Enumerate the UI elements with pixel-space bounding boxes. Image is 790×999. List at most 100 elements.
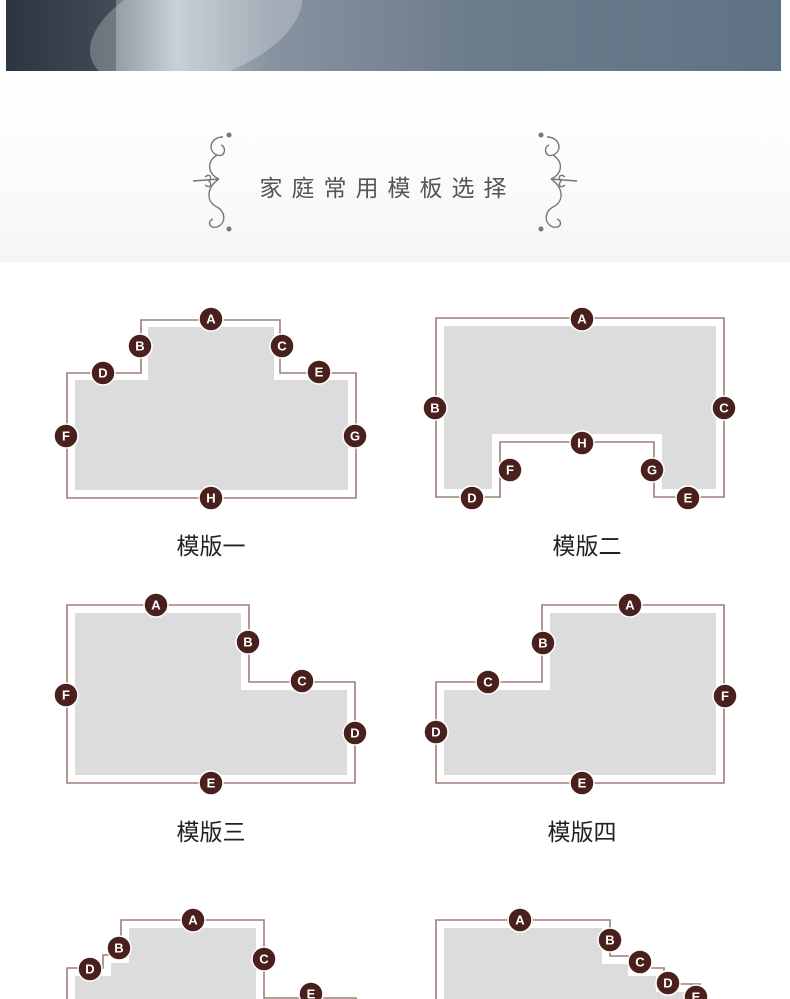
side-label-text: E	[315, 365, 324, 380]
side-label-badge	[342, 720, 368, 746]
side-label-badge	[655, 970, 681, 996]
room-area	[444, 613, 716, 775]
side-label-text: F	[506, 463, 514, 478]
side-label-g: G	[342, 423, 368, 449]
side-label-f: F	[712, 683, 738, 709]
side-label-h: H	[198, 485, 224, 511]
side-label-text: A	[206, 312, 216, 327]
side-label-text: D	[467, 491, 476, 506]
side-label-d: D	[459, 485, 485, 511]
side-label-text: B	[605, 933, 614, 948]
side-label-text: G	[647, 463, 657, 478]
side-label-text: F	[721, 689, 729, 704]
side-label-d: D	[77, 956, 103, 982]
wall-outline	[66, 604, 356, 784]
side-label-d: D	[342, 720, 368, 746]
side-label-e: E	[198, 770, 224, 796]
side-label-f: F	[53, 682, 79, 708]
side-label-text: E	[307, 987, 316, 999]
side-label-badge	[198, 306, 224, 332]
side-label-b: B	[422, 395, 448, 421]
side-label-b: B	[106, 935, 132, 961]
side-label-a: A	[507, 907, 533, 933]
side-label-d: D	[90, 360, 116, 386]
side-label-h: H	[569, 430, 595, 456]
side-label-text: C	[483, 675, 493, 690]
side-label-badge	[180, 907, 206, 933]
hero-banner	[6, 0, 781, 71]
template-caption-4: 模版四	[547, 819, 617, 845]
side-label-text: C	[259, 952, 269, 967]
side-label-text: F	[62, 688, 70, 703]
side-label-b: B	[127, 333, 153, 359]
side-label-badge	[569, 770, 595, 796]
room-area	[75, 613, 347, 775]
side-label-badge	[627, 949, 653, 975]
side-label-badge	[106, 935, 132, 961]
side-label-text: C	[719, 401, 729, 416]
side-label-badge	[306, 359, 332, 385]
heading-section	[0, 72, 790, 262]
side-label-text: B	[243, 635, 252, 650]
side-label-badge	[77, 956, 103, 982]
side-label-text: C	[297, 674, 307, 689]
side-label-c: C	[627, 949, 653, 975]
side-label-badge	[497, 457, 523, 483]
side-label-e: E	[298, 981, 324, 999]
side-label-text: D	[663, 976, 672, 991]
side-label-badge	[507, 907, 533, 933]
side-label-badge	[143, 592, 169, 618]
side-label-e: E	[675, 485, 701, 511]
side-label-e: E	[683, 984, 709, 999]
wall-outline	[435, 604, 725, 784]
side-label-text: B	[114, 941, 123, 956]
side-label-badge	[298, 981, 324, 999]
side-label-a: A	[143, 592, 169, 618]
side-label-text: D	[85, 962, 94, 977]
side-label-b: B	[235, 629, 261, 655]
side-label-badge	[597, 927, 623, 953]
side-label-badge	[530, 630, 556, 656]
side-label-b: B	[597, 927, 623, 953]
heading-title: 家庭常用模板选择	[259, 175, 516, 201]
side-label-text: E	[692, 990, 701, 999]
side-label-badge	[289, 668, 315, 694]
side-label-text: D	[350, 726, 359, 741]
room-area	[444, 326, 716, 489]
side-label-text: A	[577, 312, 587, 327]
room-area	[75, 327, 348, 490]
side-label-f: F	[53, 423, 79, 449]
side-label-badge	[53, 423, 79, 449]
side-label-text: B	[430, 401, 439, 416]
side-label-d: D	[423, 719, 449, 745]
side-label-badge	[569, 306, 595, 332]
side-label-a: A	[180, 907, 206, 933]
side-label-c: C	[289, 668, 315, 694]
side-label-badge	[683, 984, 709, 999]
side-label-text: E	[578, 776, 587, 791]
side-label-c: C	[269, 333, 295, 359]
side-label-a: A	[569, 306, 595, 332]
side-label-text: E	[684, 491, 693, 506]
side-label-text: B	[135, 339, 144, 354]
side-label-badge	[198, 770, 224, 796]
side-label-badge	[475, 669, 501, 695]
side-label-badge	[127, 333, 153, 359]
side-label-e: E	[306, 359, 332, 385]
side-label-b: B	[530, 630, 556, 656]
wall-outline	[435, 317, 725, 498]
side-label-badge	[423, 719, 449, 745]
side-label-a: A	[198, 306, 224, 332]
side-label-badge	[53, 682, 79, 708]
banner-shadow	[6, 0, 116, 71]
side-label-text: H	[577, 436, 586, 451]
side-label-g: G	[639, 457, 665, 483]
side-label-c: C	[711, 395, 737, 421]
side-label-badge	[675, 485, 701, 511]
